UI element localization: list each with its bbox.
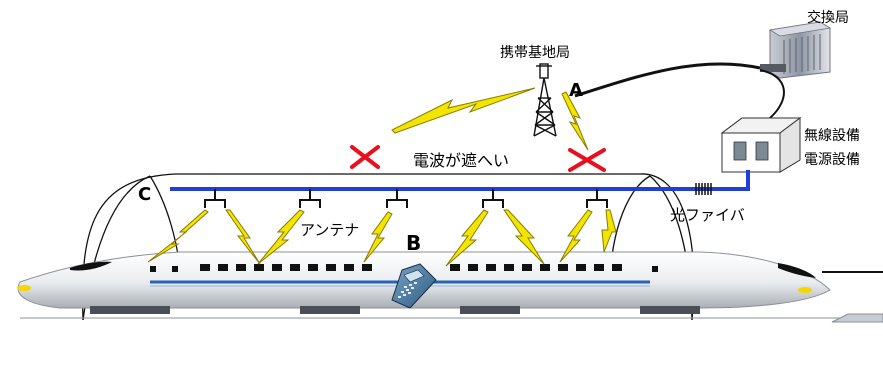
lightning-icon [445,209,489,267]
lightning-icon [561,91,589,151]
marker-a: A [569,80,583,101]
antenna-icon [299,189,321,208]
lightning-icon [559,209,593,263]
building-icon [760,21,832,79]
antenna-icon [386,189,408,208]
wireless-equipment-label: 無線設備 [804,128,860,144]
lightning-icon [147,209,209,263]
base-station-label: 携帯基地局 [500,44,570,61]
mobile-phone-icon [391,263,437,309]
antenna-icon [482,189,504,208]
lightning-icon [225,209,261,265]
lightning-icon [363,211,393,263]
optical-fiber-label: 光ファイバ [670,206,745,224]
equipment-box-icon [720,117,802,173]
track-mark [831,313,883,323]
lightning-icon [503,209,545,265]
radio-blocked-label: 電波が遮へい [413,151,509,170]
lightning-icon [601,209,617,253]
power-equipment-label: 電源設備 [804,152,860,168]
cross-icon [350,145,380,169]
lightning-icon [391,87,536,134]
cable-tower-exchange [574,62,761,98]
cross-icon [568,148,606,172]
lightning-icon [257,209,305,265]
marker-b: B [406,231,421,255]
optical-fiber-line [170,170,750,191]
antenna-icon [586,189,608,208]
antenna-icon [204,189,226,208]
exchange-label: 交換局 [807,9,849,26]
antenna-tower-icon [533,63,557,137]
antenna-label: アンテナ [300,221,359,239]
marker-c: C [138,184,151,205]
cable-exchange-equipment [759,69,785,119]
fiber-coupler-icon [695,183,712,195]
